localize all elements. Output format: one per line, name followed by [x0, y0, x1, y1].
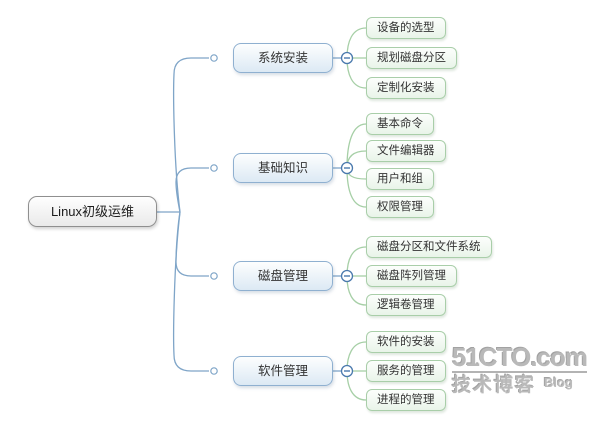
leaf-node[interactable]: 文件编辑器 — [366, 140, 446, 162]
root-node[interactable]: Linux初级运维 — [28, 196, 157, 227]
leaf-node[interactable]: 规划磁盘分区 — [366, 47, 457, 69]
leaf-node[interactable]: 权限管理 — [366, 196, 434, 218]
connector-line — [346, 123, 367, 169]
leaf-node[interactable]: 磁盘分区和文件系统 — [366, 236, 492, 258]
branch-dot-icon — [210, 54, 218, 62]
watermark-site-logo: 51CTO.com — [452, 342, 588, 373]
branch-node-software-management[interactable]: 软件管理 — [233, 356, 333, 386]
connector-line — [346, 167, 367, 208]
branch-dot-icon — [210, 367, 218, 375]
branch-node-system-install[interactable]: 系统安装 — [233, 43, 333, 73]
collapse-icon[interactable] — [340, 51, 354, 65]
leaf-node[interactable]: 服务的管理 — [366, 360, 446, 382]
leaf-node[interactable]: 定制化安装 — [366, 77, 446, 99]
leaf-node[interactable]: 逻辑卷管理 — [366, 294, 446, 316]
leaf-node[interactable]: 磁盘阵列管理 — [366, 265, 457, 287]
branch-node-basic-knowledge[interactable]: 基础知识 — [233, 153, 333, 183]
branch-dot-icon — [210, 272, 218, 280]
leaf-connector-lines — [346, 27, 367, 401]
watermark-tagline: 技术博客 — [452, 375, 537, 396]
leaf-node[interactable]: 软件的安装 — [366, 331, 446, 353]
collapse-icon[interactable] — [340, 269, 354, 283]
branch-connector-lines — [157, 57, 341, 372]
connector-line — [173, 57, 209, 213]
watermark: 51CTO.com 技术博客 Blog — [452, 344, 602, 395]
connector-line — [173, 211, 209, 372]
connector-line — [175, 167, 209, 213]
collapse-icon[interactable] — [340, 364, 354, 378]
leaf-node[interactable]: 用户和组 — [366, 168, 434, 190]
connector-line — [175, 211, 209, 277]
watermark-blog-label: Blog — [544, 375, 573, 390]
branch-dot-icon — [210, 164, 218, 172]
collapse-icon[interactable] — [340, 161, 354, 175]
branch-node-disk-management[interactable]: 磁盘管理 — [233, 261, 333, 291]
branch-dots — [210, 54, 218, 375]
collapse-toggles — [340, 51, 354, 378]
leaf-node[interactable]: 设备的选型 — [366, 17, 446, 39]
leaf-node[interactable]: 进程的管理 — [366, 389, 446, 411]
leaf-node[interactable]: 基本命令 — [366, 113, 434, 135]
